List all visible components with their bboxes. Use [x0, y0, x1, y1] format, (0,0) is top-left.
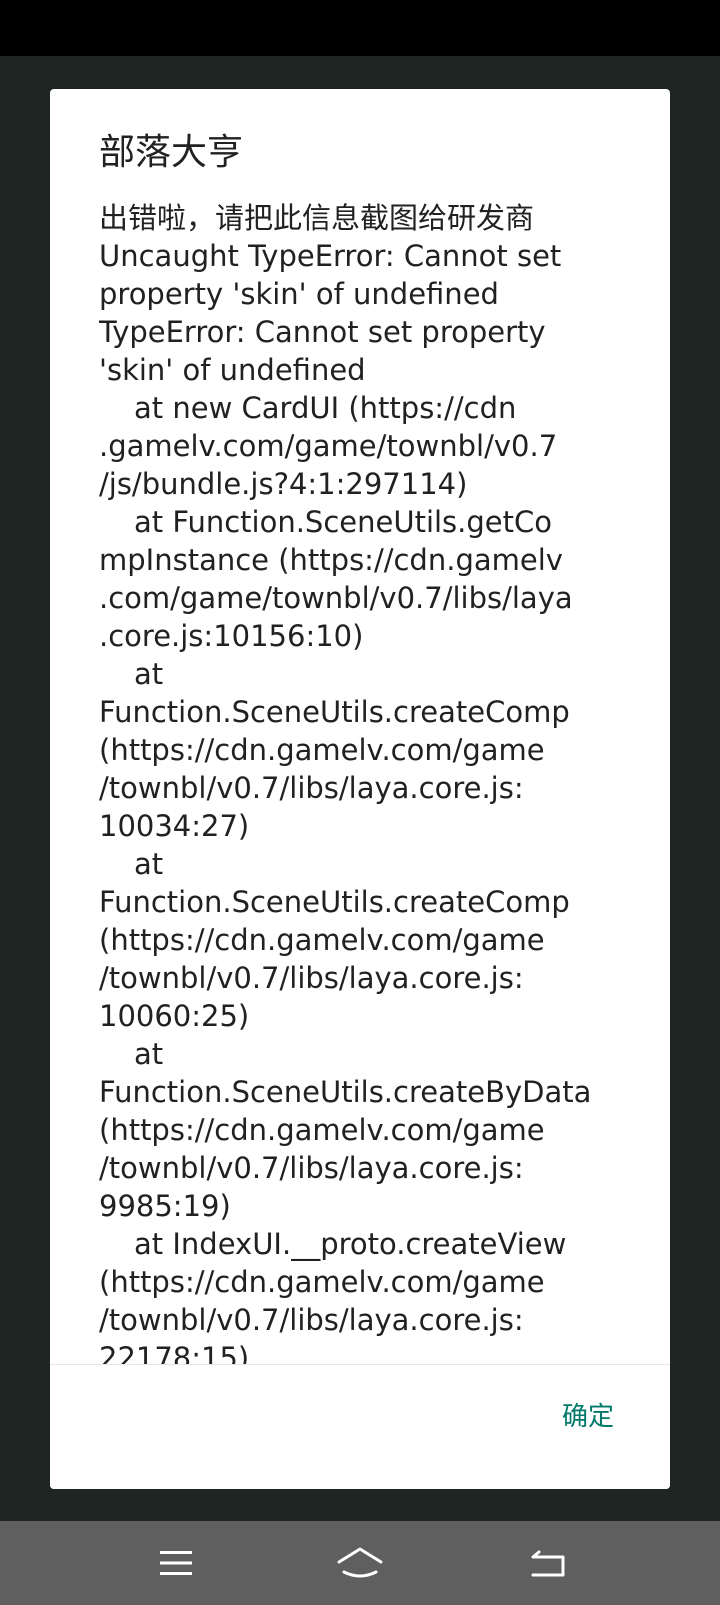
message-line: Uncaught TypeError: Cannot set: [99, 239, 562, 273]
dialog-message[interactable]: 出错啦，请把此信息截图给研发商 Uncaught TypeError: Canno…: [99, 199, 644, 1455]
message-line: Function.SceneUtils.createComp: [99, 695, 570, 729]
message-line: 出错啦，请把此信息截图给研发商: [99, 201, 535, 235]
error-dialog: 部落大亨 出错啦，请把此信息截图给研发商 Uncaught TypeError: …: [50, 89, 670, 1489]
message-line: (https://cdn.gamelv.com/game: [99, 733, 545, 767]
message-line: 10034:27): [99, 809, 250, 843]
message-line: at Function.SceneUtils.getCo: [134, 505, 552, 539]
message-line: property 'skin' of undefined: [99, 277, 499, 311]
status-bar: [0, 0, 720, 56]
message-line: (https://cdn.gamelv.com/game: [99, 1113, 545, 1147]
message-line: TypeError: Cannot set property: [99, 315, 546, 349]
message-line: /townbl/v0.7/libs/laya.core.js:: [99, 771, 524, 805]
message-line: .core.js:10156:10): [99, 619, 364, 653]
menu-icon: [158, 1549, 194, 1577]
message-line: (https://cdn.gamelv.com/game: [99, 923, 545, 957]
message-line: 10060:25): [99, 999, 250, 1033]
message-line: at: [134, 1037, 164, 1071]
message-line: (https://cdn.gamelv.com/game: [99, 1265, 545, 1299]
back-button[interactable]: [508, 1531, 588, 1595]
message-line: /townbl/v0.7/libs/laya.core.js:: [99, 1151, 524, 1185]
dialog-title: 部落大亨: [99, 132, 244, 173]
home-icon: [336, 1546, 384, 1580]
message-line: at IndexUI.__proto.createView: [134, 1227, 567, 1261]
message-line: at: [134, 657, 164, 691]
message-line: .gamelv.com/game/townbl/v0.7: [99, 429, 558, 463]
message-line: .com/game/townbl/v0.7/libs/laya: [99, 581, 573, 615]
home-button[interactable]: [320, 1531, 400, 1595]
message-line: /js/bundle.js?4:1:297114): [99, 467, 468, 501]
dialog-footer: 确定: [50, 1365, 670, 1489]
back-icon: [529, 1548, 567, 1578]
message-line: at: [134, 847, 164, 881]
message-line: /townbl/v0.7/libs/laya.core.js:: [99, 961, 524, 995]
message-line: mpInstance (https://cdn.gamelv: [99, 543, 563, 577]
navigation-bar: [0, 1521, 720, 1605]
message-line: /townbl/v0.7/libs/laya.core.js:: [99, 1303, 524, 1337]
message-line: 'skin' of undefined: [99, 353, 366, 387]
message-line: at new CardUI (https://cdn: [134, 391, 517, 425]
message-line: Function.SceneUtils.createByData: [99, 1075, 592, 1109]
dialog-divider: [50, 1364, 670, 1365]
menu-button[interactable]: [136, 1531, 216, 1595]
confirm-button[interactable]: 确定: [546, 1389, 630, 1445]
message-line: 9985:19): [99, 1189, 231, 1223]
message-line: Function.SceneUtils.createComp: [99, 885, 570, 919]
